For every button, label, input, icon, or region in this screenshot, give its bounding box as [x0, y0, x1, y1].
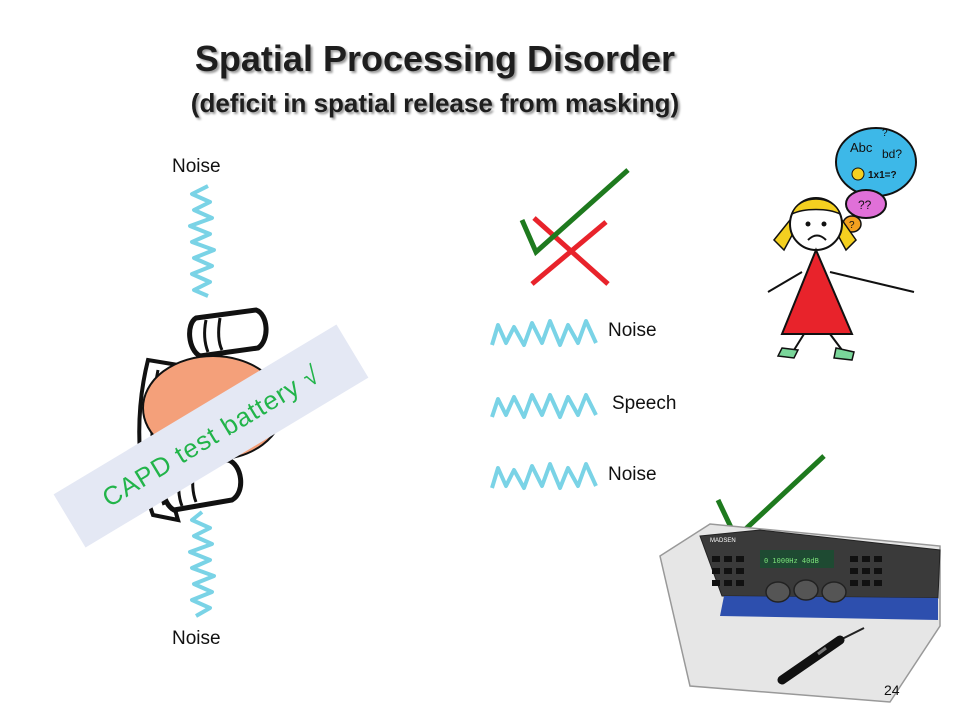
thought-math: 1x1=? — [868, 170, 897, 181]
confused-girl-illustration: Abc bd? 1x1=? ? ?? ? — [767, 127, 917, 361]
vertical-noise-wave-top — [188, 184, 216, 298]
audiometer-display-text: 0 1000Hz 40dB — [764, 557, 819, 565]
thought-q-small: ? — [849, 220, 855, 231]
slide-title: Spatial Processing Disorder — [194, 38, 676, 79]
thought-bubble-large — [835, 127, 917, 197]
noise-label-right-1: Noise — [608, 320, 657, 341]
clock-icon — [851, 167, 865, 181]
noise-label-right-2: Noise — [608, 464, 657, 485]
speech-label-right: Speech — [612, 393, 677, 414]
vertical-noise-wave-bottom — [188, 510, 216, 618]
check-over-cross-icon — [519, 168, 630, 286]
audiometer-brand: MADSEN — [710, 538, 736, 544]
thought-q-top: ? — [882, 128, 888, 139]
noise-label-top: Noise — [172, 156, 221, 177]
noise-label-bottom: Noise — [172, 628, 221, 649]
slide-subtitle: (deficit in spatial release from masking… — [190, 88, 680, 118]
horizontal-speech-wave — [490, 393, 598, 419]
audiometer-device-icon: 0 1000Hz 40dB MADSEN — [659, 523, 941, 703]
horizontal-noise-wave-1 — [490, 319, 598, 347]
thought-bubble-medium — [845, 189, 887, 219]
thought-bd: bd? — [882, 147, 902, 161]
thought-q-medium: ?? — [858, 198, 872, 212]
thought-abc: Abc — [850, 140, 873, 155]
horizontal-noise-wave-2 — [490, 462, 598, 490]
page-number: 24 — [884, 682, 900, 698]
